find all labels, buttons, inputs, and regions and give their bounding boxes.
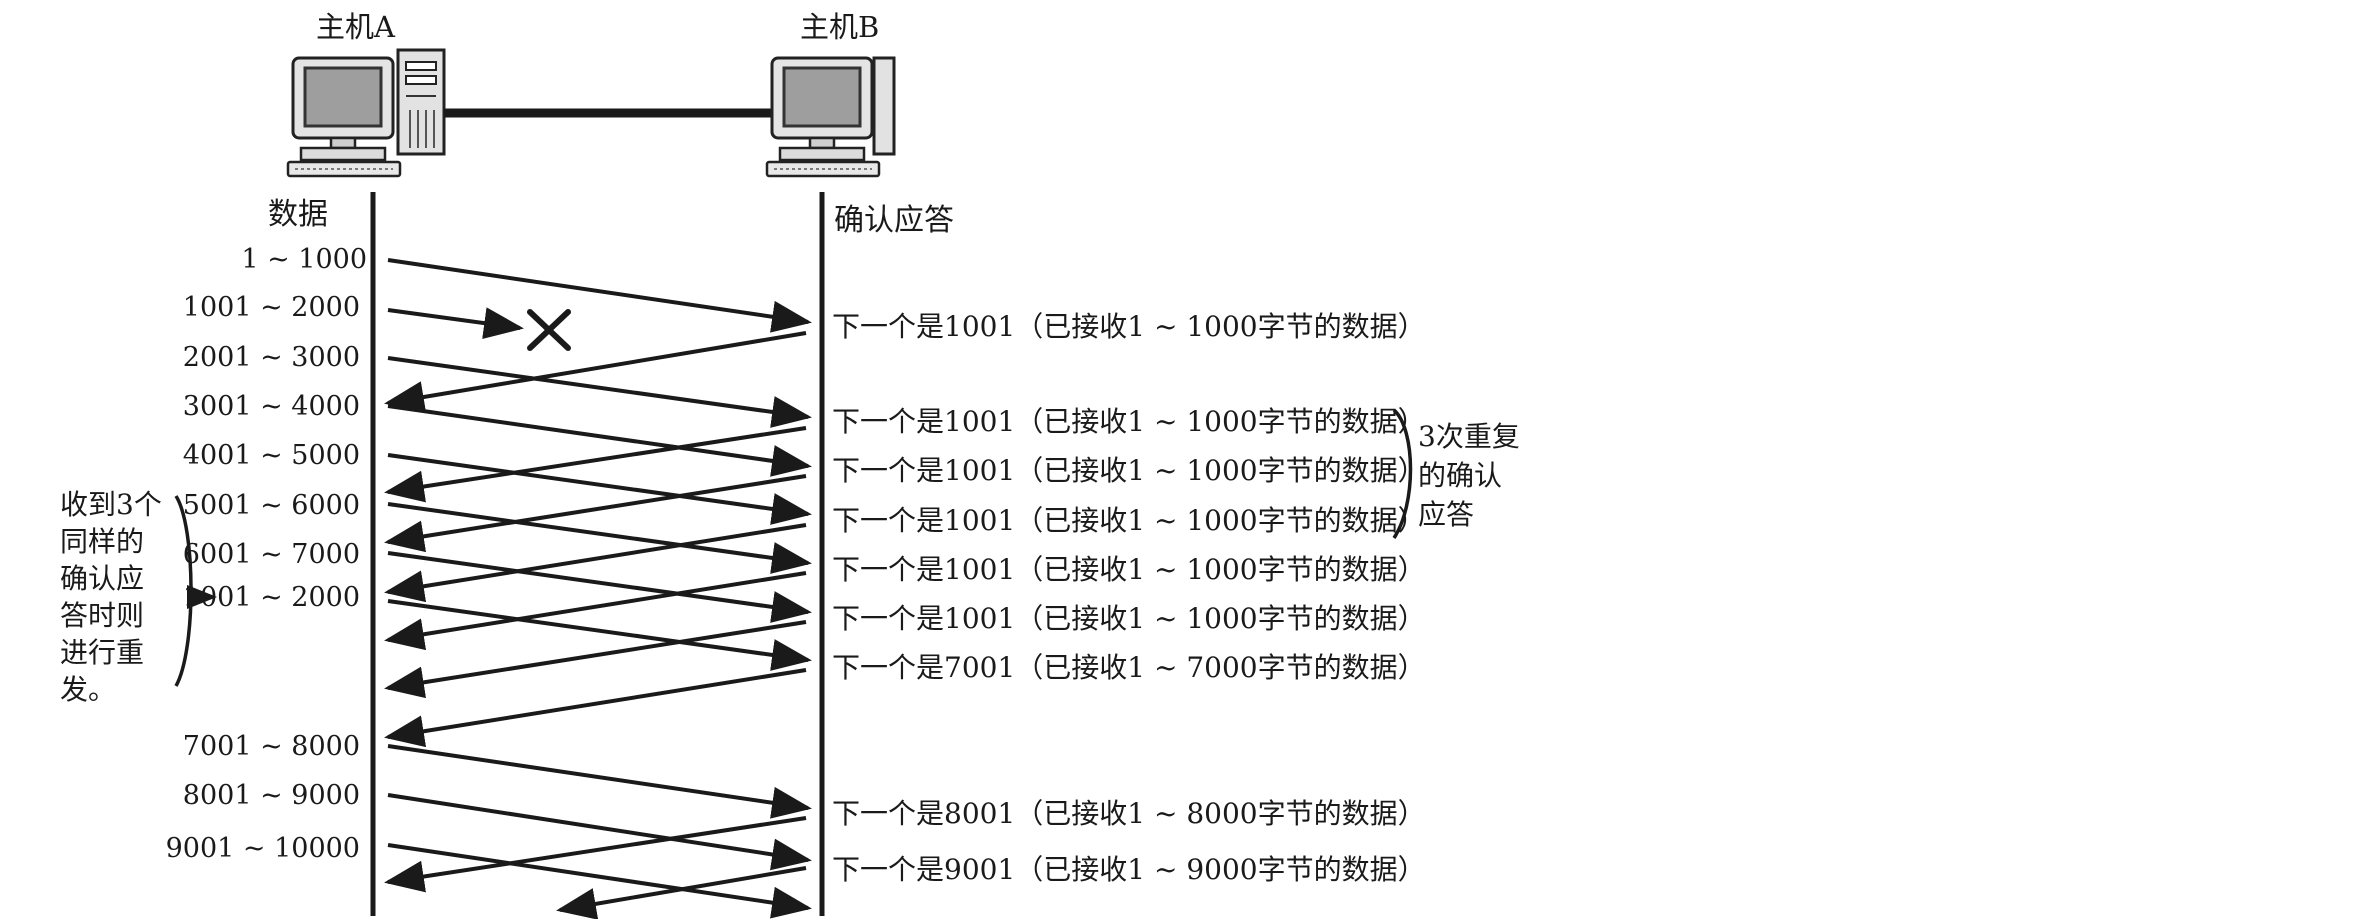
segment-label: 9001 ~ 10000 <box>166 833 360 864</box>
ack-label: 下一个是9001（已接收1 ~ 9000字节的数据） <box>832 853 1426 886</box>
svg-text:收到3个: 收到3个 <box>60 488 162 521</box>
segment-label: 8001 ~ 9000 <box>183 780 360 811</box>
data-arrow <box>387 744 812 819</box>
duplicate-ack-label: 下一个是1001（已接收1 ~ 1000字节的数据） <box>832 405 1426 438</box>
data-arrow <box>387 258 812 333</box>
ack-label: 下一个是1001（已接收1 ~ 1000字节的数据） <box>832 553 1426 586</box>
svg-text:发。: 发。 <box>60 673 116 706</box>
svg-text:同样的: 同样的 <box>60 525 144 558</box>
segment-label: 1 ~ 1000 <box>241 244 367 275</box>
data-arrow <box>387 453 812 525</box>
host-a-label: 主机A <box>316 10 396 44</box>
ack-labels: 下一个是1001（已接收1 ~ 1000字节的数据） 下一个是1001（已接收1… <box>832 310 1426 886</box>
svg-text:应答: 应答 <box>1418 498 1474 531</box>
segment-label: 4001 ~ 5000 <box>183 440 360 471</box>
cross-mark-icon <box>527 309 571 351</box>
ack-label: 下一个是1001（已接收1 ~ 1000字节的数据） <box>832 602 1426 635</box>
segment-label: 3001 ~ 4000 <box>183 391 360 422</box>
ack-column-label: 确认应答 <box>834 203 954 238</box>
segment-label: 2001 ~ 3000 <box>183 342 360 373</box>
duplicate-ack-arrow <box>384 426 807 503</box>
duplicate-ack-note: 3次重复 的确认 应答 <box>1418 420 1520 531</box>
ack-arrows <box>384 331 807 919</box>
host-b-computer-icon <box>765 56 896 178</box>
svg-text:答时则: 答时则 <box>60 599 144 632</box>
ack-arrow <box>384 331 807 413</box>
ack-label: 下一个是8001（已接收1 ~ 8000字节的数据） <box>832 797 1426 830</box>
svg-text:进行重: 进行重 <box>60 636 144 669</box>
host-a-computer-icon <box>286 48 446 178</box>
ack-arrow <box>384 620 807 699</box>
ack-arrow <box>384 668 807 748</box>
svg-text:确认应: 确认应 <box>60 562 144 595</box>
data-arrows <box>387 258 812 919</box>
data-arrow <box>387 793 812 871</box>
duplicate-ack-brace <box>1392 408 1413 539</box>
data-arrow <box>387 356 812 428</box>
data-arrow <box>387 843 812 919</box>
host-b-label: 主机B <box>800 10 879 44</box>
data-arrow <box>387 404 812 477</box>
duplicate-ack-label: 下一个是1001（已接收1 ~ 1000字节的数据） <box>832 504 1426 537</box>
svg-text:3次重复: 3次重复 <box>1418 420 1520 453</box>
segment-labels: 1 ~ 1000 1001 ~ 2000 2001 ~ 3000 3001 ~ … <box>166 244 367 864</box>
retransmit-brace <box>174 495 193 687</box>
duplicate-ack-label: 下一个是1001（已接收1 ~ 1000字节的数据） <box>832 454 1426 487</box>
data-arrow <box>387 551 812 623</box>
data-arrow <box>387 502 812 574</box>
ack-label: 下一个是1001（已接收1 ~ 1000字节的数据） <box>832 310 1426 343</box>
data-column-label: 数据 <box>268 197 328 232</box>
retransmit-data-arrow <box>387 599 812 671</box>
ack-arrow <box>556 866 807 919</box>
lost-data-arrow <box>387 307 524 339</box>
ack-arrow <box>384 571 807 651</box>
ack-arrow <box>384 816 807 893</box>
segment-label: 7001 ~ 8000 <box>183 731 360 762</box>
duplicate-ack-arrow <box>384 523 807 603</box>
svg-text:的确认: 的确认 <box>1418 459 1502 492</box>
segment-label: 6001 ~ 7000 <box>183 539 360 570</box>
segment-label: 1001 ~ 2000 <box>183 292 360 323</box>
ack-label: 下一个是7001（已接收1 ~ 7000字节的数据） <box>832 651 1426 684</box>
retransmit-note: 收到3个 同样的 确认应 答时则 进行重 发。 <box>60 488 162 706</box>
segment-label: 5001 ~ 6000 <box>183 490 360 521</box>
duplicate-ack-arrow <box>384 474 807 553</box>
